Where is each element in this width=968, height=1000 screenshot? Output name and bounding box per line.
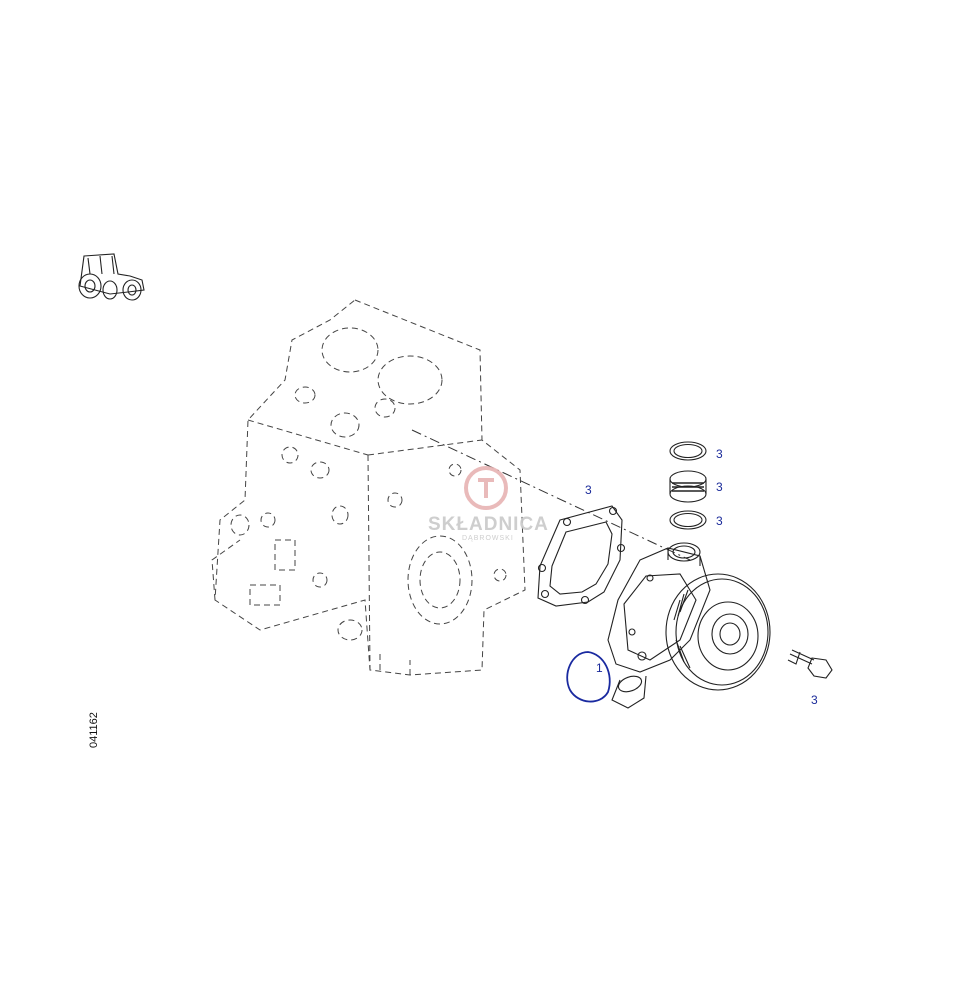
- callout-pump: 1: [596, 661, 603, 675]
- highlight-circle: [566, 651, 611, 703]
- watermark: SKŁADNICA DĄBROWSKI: [428, 466, 549, 542]
- reference-code: 041162: [88, 712, 100, 748]
- seal-ring-mid: [669, 470, 707, 503]
- watermark-logo-icon: [464, 466, 508, 510]
- watermark-sub: DĄBROWSKI: [462, 535, 514, 542]
- engine-block: [211, 299, 526, 676]
- callout-bolt: 3: [811, 693, 818, 707]
- callout-seal-low: 3: [716, 514, 723, 528]
- callout-seal-mid: 3: [716, 480, 723, 494]
- seal-ring-low: [669, 510, 707, 530]
- bolt: [787, 649, 833, 679]
- tractor-icon: [78, 253, 145, 301]
- callout-gasket: 3: [585, 483, 592, 497]
- water-pump: [607, 542, 771, 709]
- callout-seal-top: 3: [716, 447, 723, 461]
- seal-ring-top: [669, 441, 707, 461]
- gasket: [537, 505, 626, 607]
- assembly-axis: [411, 429, 691, 561]
- watermark-brand: SKŁADNICA: [428, 514, 549, 535]
